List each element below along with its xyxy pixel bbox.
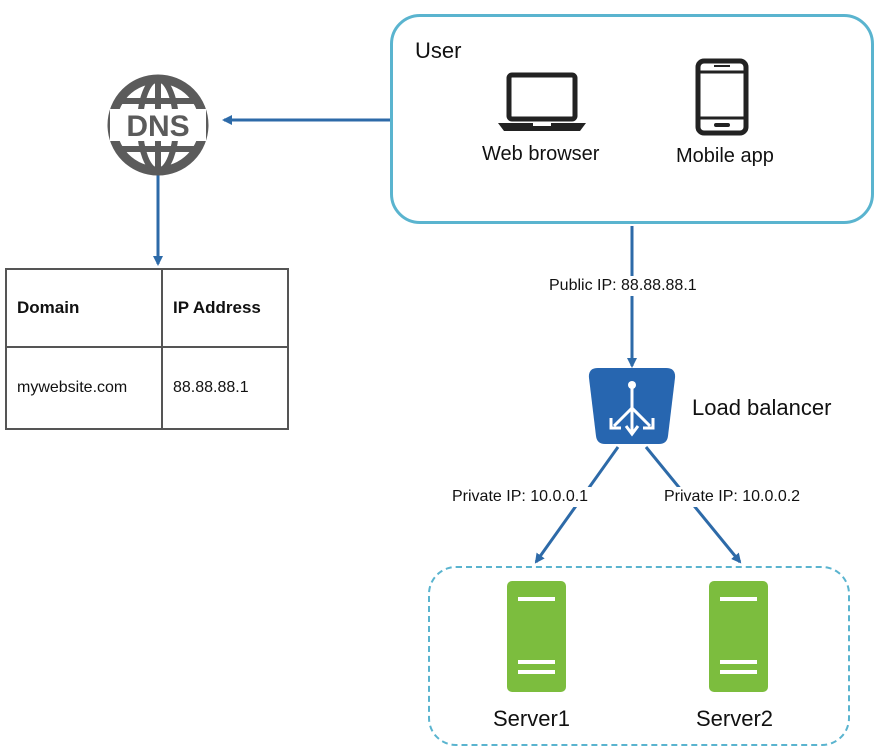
dns-label: DNS — [126, 110, 189, 143]
server-icon — [507, 581, 566, 692]
server2-label: Server2 — [696, 706, 774, 731]
server-icon — [709, 581, 768, 692]
server-group — [428, 566, 850, 746]
private-ip-1-label: Private IP: 10.0.0.1 — [449, 487, 592, 507]
table-row: mywebsite.com 88.88.88.1 — [5, 346, 289, 430]
user-group — [390, 14, 874, 224]
ip-address-column-header: IP Address — [161, 268, 289, 348]
load-balancer-icon — [588, 368, 676, 444]
mobile-phone-icon — [695, 58, 749, 136]
dns-table-header-row: Domain IP Address — [5, 268, 289, 348]
dns-table: Domain IP Address mywebsite.com 88.88.88… — [5, 268, 289, 430]
web-browser-label: Web browser — [482, 143, 600, 165]
laptop-icon — [498, 72, 586, 131]
mobile-app-label: Mobile app — [676, 145, 774, 167]
ip-address-cell: 88.88.88.1 — [161, 346, 289, 430]
public-ip-label: Public IP: 88.88.88.1 — [546, 276, 700, 296]
server1-label: Server1 — [493, 706, 571, 731]
domain-column-header: Domain — [5, 268, 163, 348]
user-label: User — [415, 38, 462, 63]
domain-cell: mywebsite.com — [5, 346, 163, 430]
globe-icon: DNS — [107, 74, 209, 176]
load-balancer-label: Load balancer — [692, 395, 832, 420]
private-ip-2-label: Private IP: 10.0.0.2 — [661, 487, 804, 507]
